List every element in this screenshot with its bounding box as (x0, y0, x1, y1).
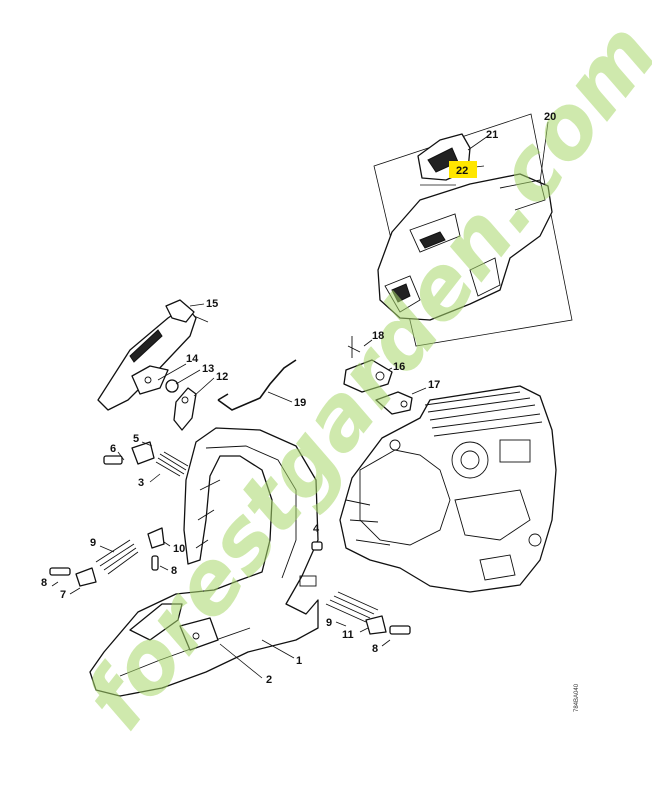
lever-parts (343, 336, 427, 415)
callout-8b[interactable]: 8 (171, 565, 177, 577)
right-buffers (311, 532, 411, 647)
callout-2[interactable]: 2 (266, 674, 272, 686)
handle-frame (89, 427, 319, 697)
callout-5[interactable]: 5 (133, 433, 139, 445)
highlight-part-22 (449, 161, 477, 178)
callout-9a[interactable]: 9 (90, 537, 96, 549)
callout-11[interactable]: 11 (342, 629, 354, 641)
throttle-trigger (97, 299, 209, 411)
callout-17[interactable]: 17 (428, 379, 440, 391)
callout-8a[interactable]: 8 (41, 577, 47, 589)
left-buffers (49, 441, 189, 595)
callout-21[interactable]: 21 (486, 129, 498, 141)
callout-10[interactable]: 10 (173, 543, 185, 555)
callout-18[interactable]: 18 (372, 330, 384, 342)
callout-4[interactable]: 4 (313, 523, 320, 535)
callout-14[interactable]: 14 (186, 353, 199, 365)
callout-20[interactable]: 20 (544, 111, 556, 123)
callout-7[interactable]: 7 (60, 589, 66, 601)
callout-22[interactable]: 22 (456, 165, 468, 177)
callout-1[interactable]: 1 (296, 655, 302, 667)
interlock-parts (131, 363, 215, 431)
callout-19[interactable]: 19 (294, 397, 306, 409)
throttle-rod (217, 359, 297, 411)
callout-16[interactable]: 16 (393, 361, 405, 373)
callout-6[interactable]: 6 (110, 443, 116, 455)
callout-13[interactable]: 13 (202, 363, 214, 375)
drawing-code: 784BA040 (574, 683, 580, 712)
callout-15[interactable]: 15 (206, 298, 218, 310)
callout-8c[interactable]: 8 (372, 643, 378, 655)
callout-12[interactable]: 12 (216, 371, 228, 383)
callout-9b[interactable]: 9 (326, 617, 332, 629)
callout-3[interactable]: 3 (138, 477, 144, 489)
engine-crankcase (339, 385, 557, 593)
